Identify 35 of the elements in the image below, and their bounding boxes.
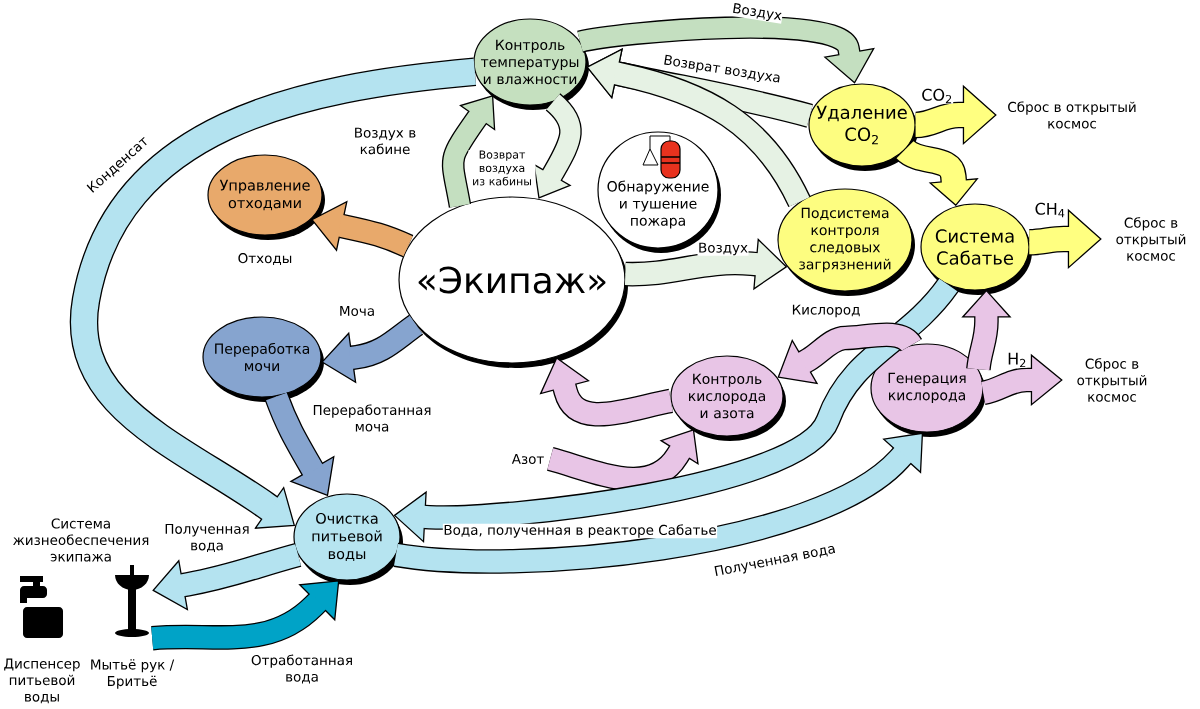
dispenser-icon <box>20 576 63 638</box>
edge-label: Отработанная вода <box>246 654 358 684</box>
block-arrow <box>321 314 424 384</box>
block-arrow <box>394 432 924 574</box>
block-arrow <box>441 95 496 208</box>
edge-label: Воздух <box>697 242 749 256</box>
icon-caption: Мытьё рук / Бритьё <box>91 659 175 689</box>
source-text: Азот <box>511 453 544 464</box>
group-heading: Система жизнеобеспечения экипажа <box>13 518 149 562</box>
block-arrow <box>577 16 875 84</box>
edge-label: Воздух <box>730 2 784 24</box>
edge-label: Переработанная моча <box>307 403 437 433</box>
block-arrow <box>151 580 340 651</box>
block-arrow <box>393 277 959 544</box>
block-arrow <box>533 93 582 199</box>
edge-label: Отходы <box>237 252 293 266</box>
edge-label: Воздух в кабине <box>351 127 419 155</box>
edge-label: Полученная вода <box>159 523 255 553</box>
block-arrow <box>586 48 811 208</box>
edge-label: Кислород <box>791 304 861 318</box>
destination-text: Сброс в открытый космос <box>1077 358 1147 402</box>
edge-label: Возврат воздуха из кабины <box>468 150 536 186</box>
edge-label: Возврат воздуха <box>661 53 783 87</box>
icon-caption: Диспенсер питьевой воды <box>4 658 80 704</box>
destination-text: Сброс в открытый космос <box>1008 101 1136 129</box>
block-arrow <box>152 542 302 611</box>
block-arrow <box>69 57 477 529</box>
edge-label: Моча <box>338 305 376 317</box>
edge-label: CH$_{4}$ <box>1034 202 1066 218</box>
destination-text: Сброс в открытый космос <box>1116 217 1186 261</box>
sink-icon <box>115 565 149 637</box>
block-arrow <box>777 322 922 385</box>
edge-label: H$_{2}$ <box>1006 352 1028 368</box>
edge-label: Вода, полученная в реакторе Сабатье <box>442 523 718 539</box>
edge-label: CO$_{2}$ <box>920 88 954 104</box>
